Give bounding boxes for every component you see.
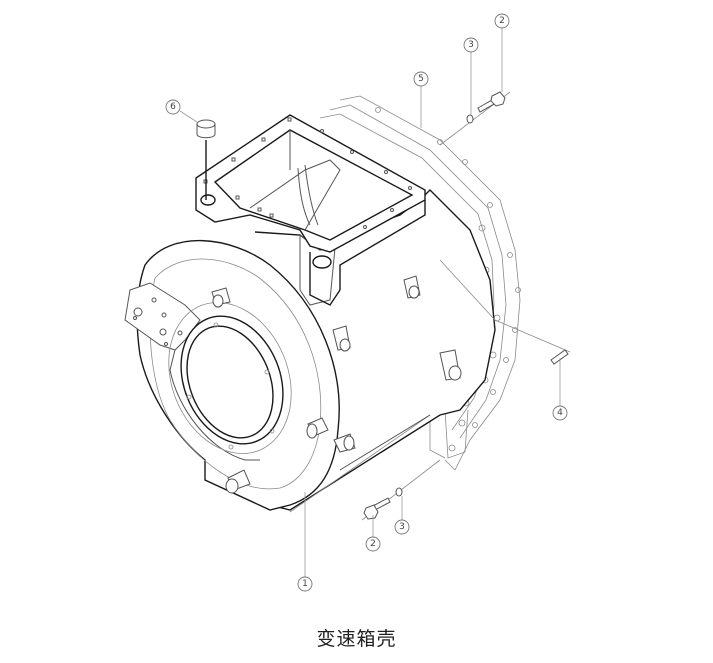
diagram-caption: 变速箱壳 bbox=[316, 628, 397, 650]
plug-part-6 bbox=[196, 119, 216, 200]
callout-5-label: 5 bbox=[418, 74, 424, 84]
callout-4: 4 bbox=[552, 405, 568, 421]
bell-housing-front bbox=[124, 239, 356, 511]
lower-bolt-washer bbox=[361, 459, 441, 521]
callout-2-upper: 2 bbox=[494, 13, 510, 29]
callout-1: 1 bbox=[297, 576, 313, 592]
pin-part-4 bbox=[439, 259, 571, 365]
leader-lines bbox=[179, 28, 561, 577]
callout-2-upper-label: 2 bbox=[499, 16, 505, 26]
callout-2-lower-label: 2 bbox=[370, 539, 376, 549]
callout-4-label: 4 bbox=[557, 408, 563, 418]
callout-3-lower-label: 3 bbox=[399, 522, 405, 532]
callout-5: 5 bbox=[413, 71, 429, 87]
upper-bolt-washer bbox=[439, 91, 511, 146]
side-bosses bbox=[332, 275, 462, 381]
callout-1-label: 1 bbox=[302, 579, 308, 589]
rear-cover-plate bbox=[319, 95, 521, 471]
callout-6: 6 bbox=[165, 99, 181, 115]
callout-3-upper-label: 3 bbox=[468, 40, 474, 50]
callout-2-lower: 2 bbox=[365, 536, 381, 552]
callout-3-upper: 3 bbox=[463, 37, 479, 53]
front-studs bbox=[211, 287, 356, 494]
callout-6-label: 6 bbox=[170, 102, 176, 112]
callout-3-lower: 3 bbox=[394, 519, 410, 535]
